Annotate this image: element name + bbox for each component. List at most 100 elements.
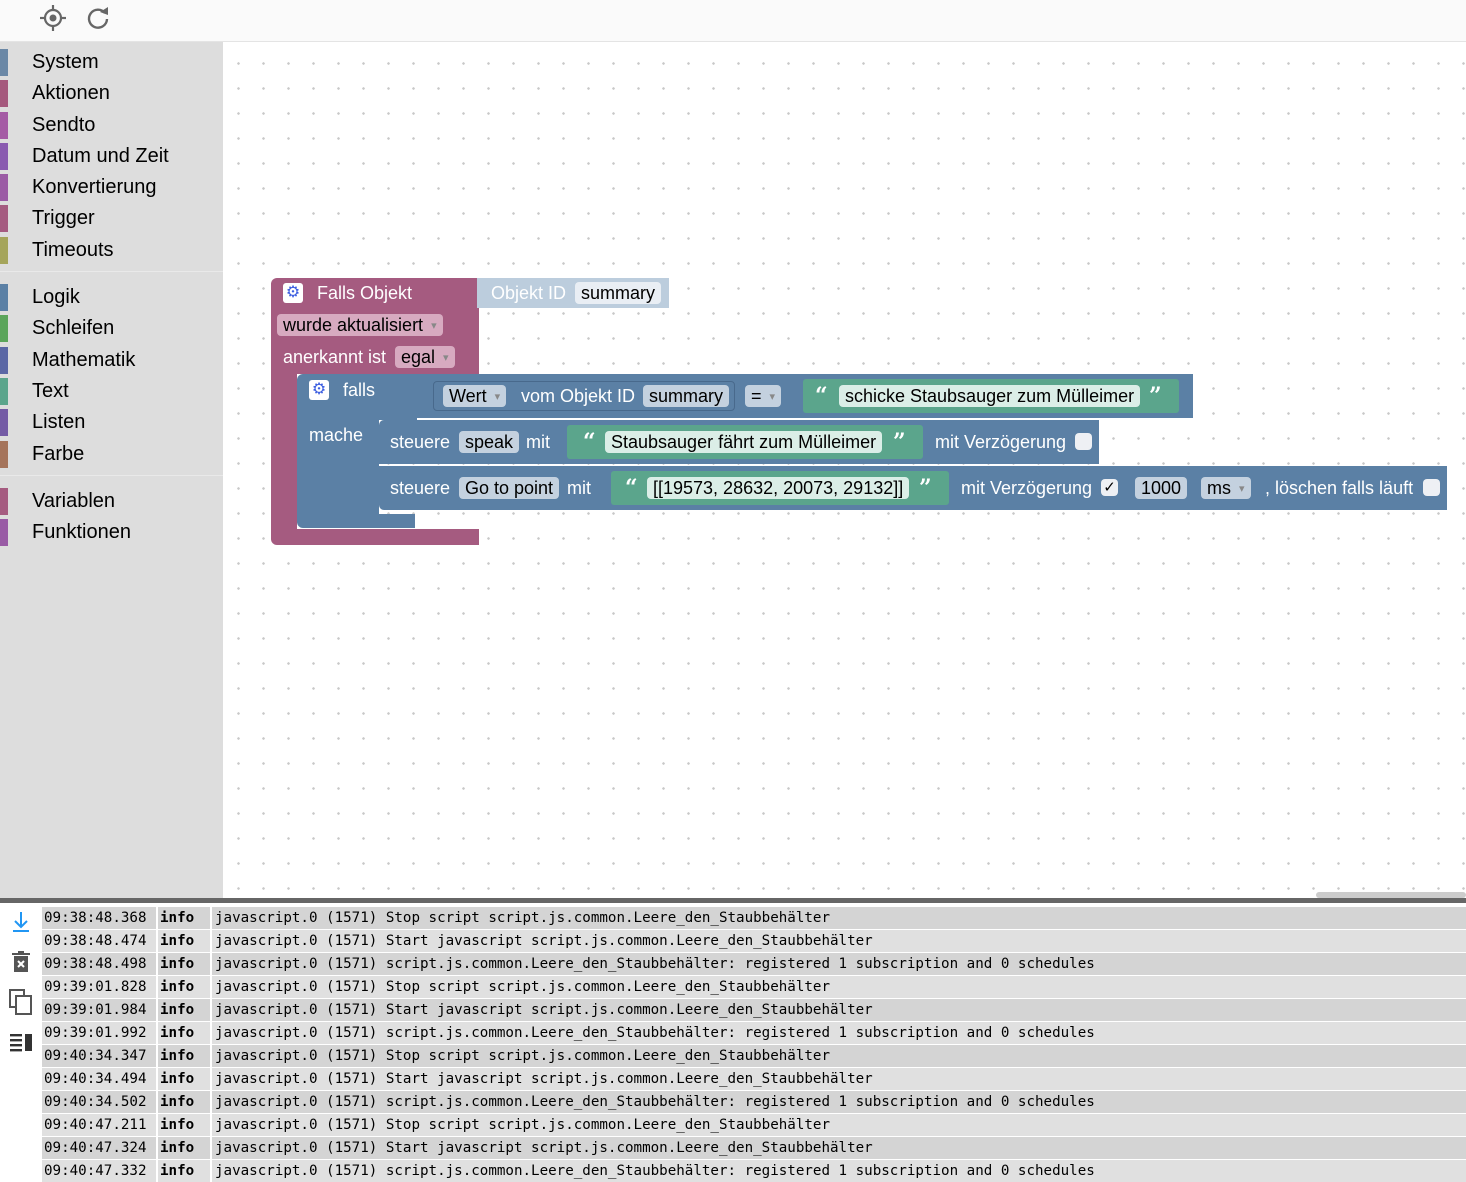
operator-dropdown[interactable]: =	[745, 385, 782, 407]
compare-block[interactable]: Wert vom Objekt ID summary = “ schicke S…	[413, 374, 1193, 418]
control-speak-block[interactable]: steuere speak mit “ Staubsauger fährt zu…	[379, 420, 1099, 464]
log-level: info	[158, 976, 212, 998]
delay-label: mit Verzögerung	[935, 432, 1067, 452]
objid-label: Objekt ID	[491, 283, 567, 303]
category-label: Funktionen	[32, 521, 131, 544]
log-time: 09:39:01.828	[42, 976, 158, 998]
log-level: info	[158, 1091, 212, 1113]
category-sendto[interactable]: Sendto	[0, 110, 223, 141]
category-color-bar	[0, 284, 8, 312]
trigger-block[interactable]: ⚙ Falls Objekt wurde aktualisiert anerka…	[271, 278, 479, 546]
category-color-bar	[0, 205, 8, 233]
category-farbe[interactable]: Farbe	[0, 439, 223, 470]
clear-checkbox[interactable]	[1423, 479, 1440, 496]
control-target-field[interactable]: Go to point	[459, 477, 560, 499]
category-sidebar: System Aktionen Sendto Datum und Zeit Ko…	[0, 42, 223, 898]
copy-icon[interactable]	[8, 989, 34, 1015]
category-label: Konvertierung	[32, 176, 157, 199]
category-color-bar	[0, 80, 8, 108]
gear-icon[interactable]: ⚙	[309, 380, 329, 400]
refresh-icon[interactable]	[83, 3, 113, 33]
value-dropdown[interactable]: Wert	[443, 385, 507, 407]
object-id-block[interactable]: Objekt ID summary	[477, 278, 669, 308]
delay-checkbox[interactable]: ✓	[1101, 479, 1118, 496]
log-level: info	[158, 999, 212, 1021]
mit-label: mit	[526, 432, 550, 452]
log-time: 09:40:34.347	[42, 1045, 158, 1067]
mache-label: mache	[309, 425, 364, 445]
log-time: 09:39:01.992	[42, 1022, 158, 1044]
goto-text[interactable]: [[19573, 28632, 20073, 29132]]	[647, 477, 910, 499]
wrap-icon[interactable]	[8, 1029, 34, 1055]
category-label: Listen	[32, 411, 86, 434]
category-konvertierung[interactable]: Konvertierung	[0, 172, 223, 203]
open-quote-icon: “	[583, 429, 596, 455]
category-datum-und-zeit[interactable]: Datum und Zeit	[0, 141, 223, 172]
event-dropdown[interactable]: wurde aktualisiert	[277, 314, 443, 336]
category-funktionen[interactable]: Funktionen	[0, 517, 223, 548]
category-label: System	[32, 51, 99, 73]
clear-icon[interactable]	[8, 949, 34, 975]
if-block[interactable]: ⚙ falls mache	[297, 374, 417, 534]
log-level: info	[158, 1022, 212, 1044]
log-toolbar	[0, 903, 42, 1182]
unit-dropdown[interactable]: ms	[1201, 477, 1251, 499]
category-color-bar	[0, 111, 8, 139]
download-icon[interactable]	[8, 909, 34, 935]
category-logik[interactable]: Logik	[0, 282, 223, 313]
vom-value[interactable]: summary	[643, 385, 730, 407]
category-system[interactable]: System	[0, 47, 223, 78]
category-trigger[interactable]: Trigger	[0, 203, 223, 234]
toolbar	[0, 0, 1466, 42]
clear-label: , löschen falls läuft	[1265, 478, 1414, 498]
log-message: javascript.0 (1571) script.js.common.Lee…	[215, 1025, 1095, 1041]
log-time: 09:38:48.498	[42, 953, 158, 975]
control-target-field[interactable]: speak	[459, 431, 520, 453]
control-goto-block[interactable]: steuere Go to point mit “ [[19573, 28632…	[379, 466, 1447, 510]
category-label: Variablen	[32, 489, 116, 512]
log-message: javascript.0 (1571) Start javascript scr…	[215, 1002, 873, 1018]
category-text[interactable]: Text	[0, 376, 223, 407]
target-icon[interactable]	[38, 3, 68, 33]
steuere-label: steuere	[390, 478, 451, 498]
delay-checkbox[interactable]	[1075, 433, 1092, 450]
category-variablen[interactable]: Variablen	[0, 486, 223, 517]
trigger-title: Falls Objekt	[317, 283, 413, 303]
ack-dropdown[interactable]: egal	[395, 346, 455, 368]
category-color-bar	[0, 346, 8, 374]
delay-value-field[interactable]: 1000	[1135, 477, 1188, 499]
blockly-workspace[interactable]: ⚙ Falls Objekt wurde aktualisiert anerka…	[223, 42, 1466, 898]
category-color-bar	[0, 409, 8, 437]
open-quote-icon: “	[625, 475, 638, 501]
category-label: Trigger	[32, 207, 95, 230]
log-time: 09:40:47.332	[42, 1160, 158, 1182]
speak-text[interactable]: Staubsauger fährt zum Mülleimer	[605, 431, 883, 453]
delay-label: mit Verzögerung	[961, 478, 1093, 498]
workspace-scrollbar[interactable]	[1316, 892, 1466, 898]
category-timeouts[interactable]: Timeouts	[0, 235, 223, 266]
category-schleifen[interactable]: Schleifen	[0, 313, 223, 344]
gear-icon[interactable]: ⚙	[283, 283, 303, 303]
close-quote-icon: ”	[1149, 383, 1162, 409]
category-label: Datum und Zeit	[32, 144, 169, 167]
objid-value[interactable]: summary	[575, 282, 662, 304]
log-level: info	[158, 907, 212, 929]
compare-text[interactable]: schicke Staubsauger zum Mülleimer	[839, 385, 1141, 407]
category-mathematik[interactable]: Mathematik	[0, 345, 223, 376]
category-color-bar	[0, 519, 8, 547]
category-label: Sendto	[32, 113, 96, 136]
category-color-bar	[0, 142, 8, 170]
log-message: javascript.0 (1571) Start javascript scr…	[215, 1071, 873, 1087]
category-color-bar	[0, 49, 8, 76]
category-aktionen[interactable]: Aktionen	[0, 78, 223, 109]
category-separator	[0, 466, 223, 476]
category-listen[interactable]: Listen	[0, 407, 223, 438]
log-time: 09:40:34.494	[42, 1068, 158, 1090]
